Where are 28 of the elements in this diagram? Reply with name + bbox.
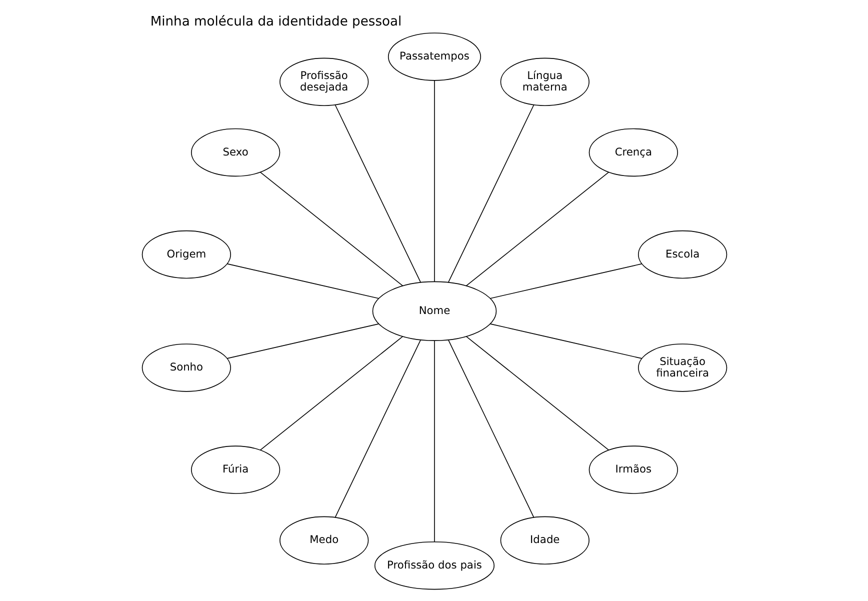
connector bbox=[334, 340, 421, 518]
node-ellipse: Origem bbox=[141, 230, 231, 279]
connector bbox=[334, 104, 421, 283]
connector bbox=[490, 324, 642, 359]
node-ellipse: Sonho bbox=[141, 344, 231, 392]
connector bbox=[259, 172, 403, 286]
node-ellipse: Fúria bbox=[190, 446, 280, 494]
connector bbox=[465, 172, 609, 286]
connector bbox=[259, 336, 403, 450]
node-ellipse: Sexo bbox=[190, 128, 280, 177]
node-ellipse: Idade bbox=[500, 516, 589, 564]
node-ellipse: Língua materna bbox=[500, 58, 589, 106]
node-ellipse: Nome bbox=[372, 281, 496, 341]
node-ellipse: Crença bbox=[588, 128, 678, 177]
node-ellipse: Profissão dos pais bbox=[374, 541, 494, 590]
connector bbox=[447, 104, 534, 283]
node-ellipse: Passatempos bbox=[387, 32, 481, 81]
connector bbox=[226, 324, 378, 359]
node-ellipse: Medo bbox=[279, 516, 368, 564]
diagram-title: Minha molécula da identidade pessoal bbox=[150, 14, 402, 30]
node-ellipse: Escola bbox=[637, 230, 727, 279]
node-ellipse: Profissão desejada bbox=[279, 58, 368, 106]
connector bbox=[226, 263, 378, 299]
connector bbox=[447, 340, 534, 518]
connector bbox=[490, 263, 642, 299]
node-ellipse: Irmãos bbox=[588, 446, 678, 494]
node-ellipse: Situação financeira bbox=[637, 344, 727, 392]
connector bbox=[465, 336, 609, 450]
